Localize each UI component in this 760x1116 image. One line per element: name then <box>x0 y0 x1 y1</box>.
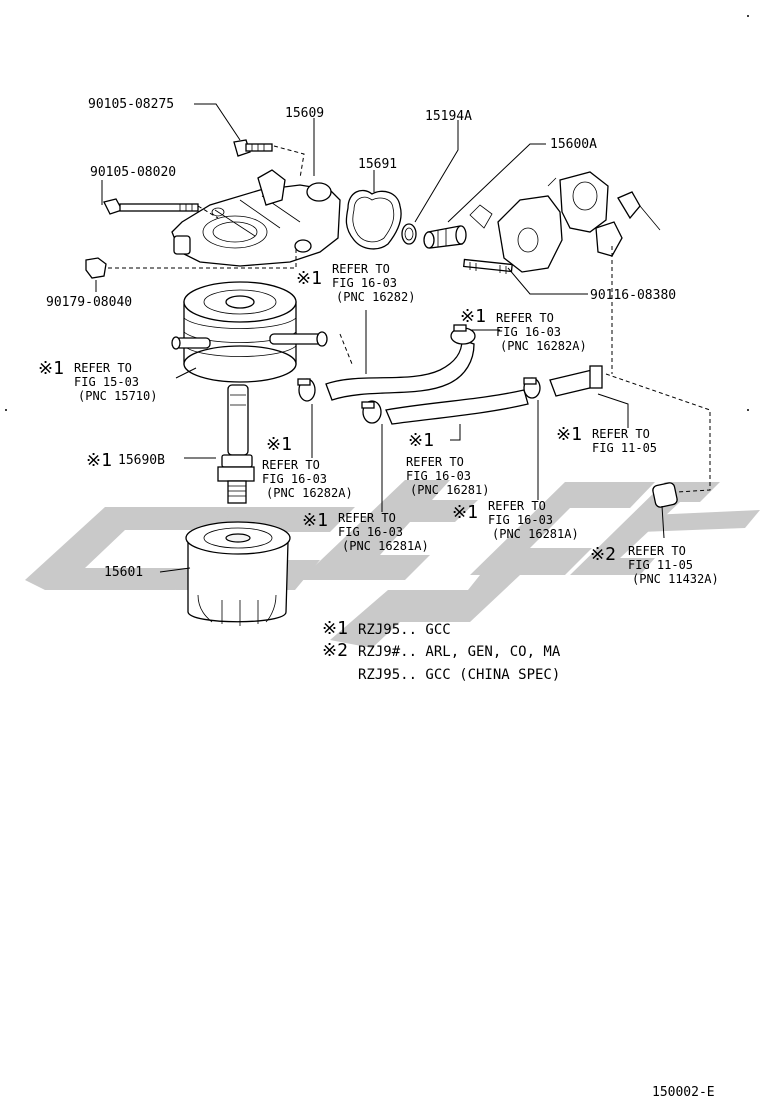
oil-cooler-cover-15609[interactable] <box>171 169 341 267</box>
ref-callout-2: ※1 REFER TO FIG 16-03 (PNC 16282A) <box>460 306 587 353</box>
part-labels: 90105-08275 15609 15194A 15600A 15691 90… <box>46 97 676 580</box>
label-15690b: 15690B <box>118 453 165 468</box>
ref-callout-8: ※1 REFER TO FIG 16-03 (PNC 16281A) <box>452 499 579 541</box>
label-15601: 15601 <box>104 565 143 580</box>
ref-callout-7: ※1 REFER TO FIG 16-03 (PNC 16281A) <box>302 510 429 553</box>
ref-callout-5: ※1 REFER TO FIG 16-03 (PNC 16282A) <box>262 434 353 500</box>
ref-8-line-2: FIG 16-03 <box>488 513 553 527</box>
label-90105-08275: 90105-08275 <box>88 97 174 112</box>
ref-1-line-1: REFER TO <box>332 262 390 276</box>
fitting-11-05[interactable] <box>549 365 603 397</box>
ref-2-line-2: FIG 16-03 <box>496 325 561 339</box>
ref-callout-3: ※1 REFER TO FIG 15-03 (PNC 15710) <box>38 358 157 403</box>
plug-90179-08040[interactable] <box>85 257 107 279</box>
ref-4-line-2: FIG 11-05 <box>592 441 657 455</box>
stud-90116-08380[interactable] <box>462 258 513 274</box>
ref-8-mark: ※1 <box>452 502 478 523</box>
gasket-15691[interactable] <box>345 189 402 250</box>
ref-5-line-1: REFER TO <box>262 458 320 472</box>
bolt-90105-08275[interactable] <box>233 139 273 157</box>
ref-2-mark: ※1 <box>460 306 486 327</box>
label-15691: 15691 <box>358 157 397 172</box>
plug-11432a[interactable] <box>652 482 678 508</box>
ref-callout-9: ※2 REFER TO FIG 11-05 (PNC 11432A) <box>590 544 719 586</box>
ref-callout-4: ※1 REFER TO FIG 11-05 <box>556 424 657 455</box>
clamp-16282a-top[interactable] <box>450 324 476 345</box>
legend: ※1 RZJ95.. GCC ※2 RZJ9#.. ARL, GEN, CO, … <box>322 618 561 683</box>
ref-4-line-1: REFER TO <box>592 427 650 441</box>
legend-1-text: RZJ95.. GCC <box>358 622 451 638</box>
ref-6-mark: ※1 <box>408 430 434 451</box>
union-mark: ※1 <box>86 450 112 471</box>
ref-6-line-1: REFER TO <box>406 455 464 469</box>
ref-7-line-2: FIG 16-03 <box>338 525 403 539</box>
o-ring-15194a[interactable] <box>401 223 417 245</box>
ref-5-line-2: FIG 16-03 <box>262 472 327 486</box>
ref-3-line-3: (PNC 15710) <box>78 389 157 403</box>
legend-2-text: RZJ9#.. ARL, GEN, CO, MA <box>358 644 561 660</box>
ref-3-line-1: REFER TO <box>74 361 132 375</box>
hose-16281[interactable] <box>385 389 529 425</box>
ref-9-line-2: FIG 11-05 <box>628 558 693 572</box>
scan-dot <box>747 15 749 17</box>
ref-9-line-1: REFER TO <box>628 544 686 558</box>
ref-8-line-1: REFER TO <box>488 499 546 513</box>
ref-7-line-3: (PNC 16281A) <box>342 539 429 553</box>
legend-1-mark: ※1 <box>322 618 348 639</box>
ref-2-line-3: (PNC 16282A) <box>500 339 587 353</box>
label-15609: 15609 <box>285 106 324 121</box>
clamp-16281a-right[interactable] <box>523 377 541 399</box>
leader-lines <box>95 103 711 573</box>
label-15600a: 15600A <box>550 137 597 152</box>
ref-1-line-3: (PNC 16282) <box>336 290 415 304</box>
ref-7-mark: ※1 <box>302 510 328 531</box>
label-90105-08020: 90105-08020 <box>90 165 176 180</box>
ref-1-line-2: FIG 16-03 <box>332 276 397 290</box>
union-15690b[interactable] <box>217 384 255 504</box>
scan-dot <box>5 409 7 411</box>
ref-7-line-1: REFER TO <box>338 511 396 525</box>
ref-6-line-3: (PNC 16281) <box>410 483 489 497</box>
diagram-id: 150002-E <box>652 1085 715 1100</box>
ref-5-mark: ※1 <box>266 434 292 455</box>
label-15194a: 15194A <box>425 109 472 124</box>
bolt-90105-08020[interactable] <box>103 198 199 215</box>
ref-9-line-3: (PNC 11432A) <box>632 572 719 586</box>
clamp-16282a-left[interactable] <box>297 378 316 402</box>
ref-callout-1: ※1 REFER TO FIG 16-03 (PNC 16282) <box>296 262 415 304</box>
ref-6-line-2: FIG 16-03 <box>406 469 471 483</box>
ref-3-line-2: FIG 15-03 <box>74 375 139 389</box>
oil-cooler[interactable] <box>171 281 328 383</box>
engine-block-fragment <box>469 171 661 273</box>
ref-4-mark: ※1 <box>556 424 582 445</box>
ref-8-line-3: (PNC 16281A) <box>492 527 579 541</box>
ref-9-mark: ※2 <box>590 544 616 565</box>
ref-3-mark: ※1 <box>38 358 64 379</box>
label-90116-08380: 90116-08380 <box>590 288 676 303</box>
ref-callout-6: ※1 REFER TO FIG 16-03 (PNC 16281) <box>406 430 489 497</box>
hose-16282[interactable] <box>325 339 475 401</box>
clamp-16281a-left[interactable] <box>361 400 382 424</box>
label-90179-08040: 90179-08040 <box>46 295 132 310</box>
legend-3-text: RZJ95.. GCC (CHINA SPEC) <box>358 667 560 683</box>
scan-dot <box>747 409 749 411</box>
ref-1-mark: ※1 <box>296 268 322 289</box>
oil-filter-15601[interactable] <box>185 521 291 626</box>
legend-2-mark: ※2 <box>322 640 348 661</box>
pipe-15600a[interactable] <box>423 225 467 249</box>
ref-2-line-1: REFER TO <box>496 311 554 325</box>
ref-5-line-3: (PNC 16282A) <box>266 486 353 500</box>
